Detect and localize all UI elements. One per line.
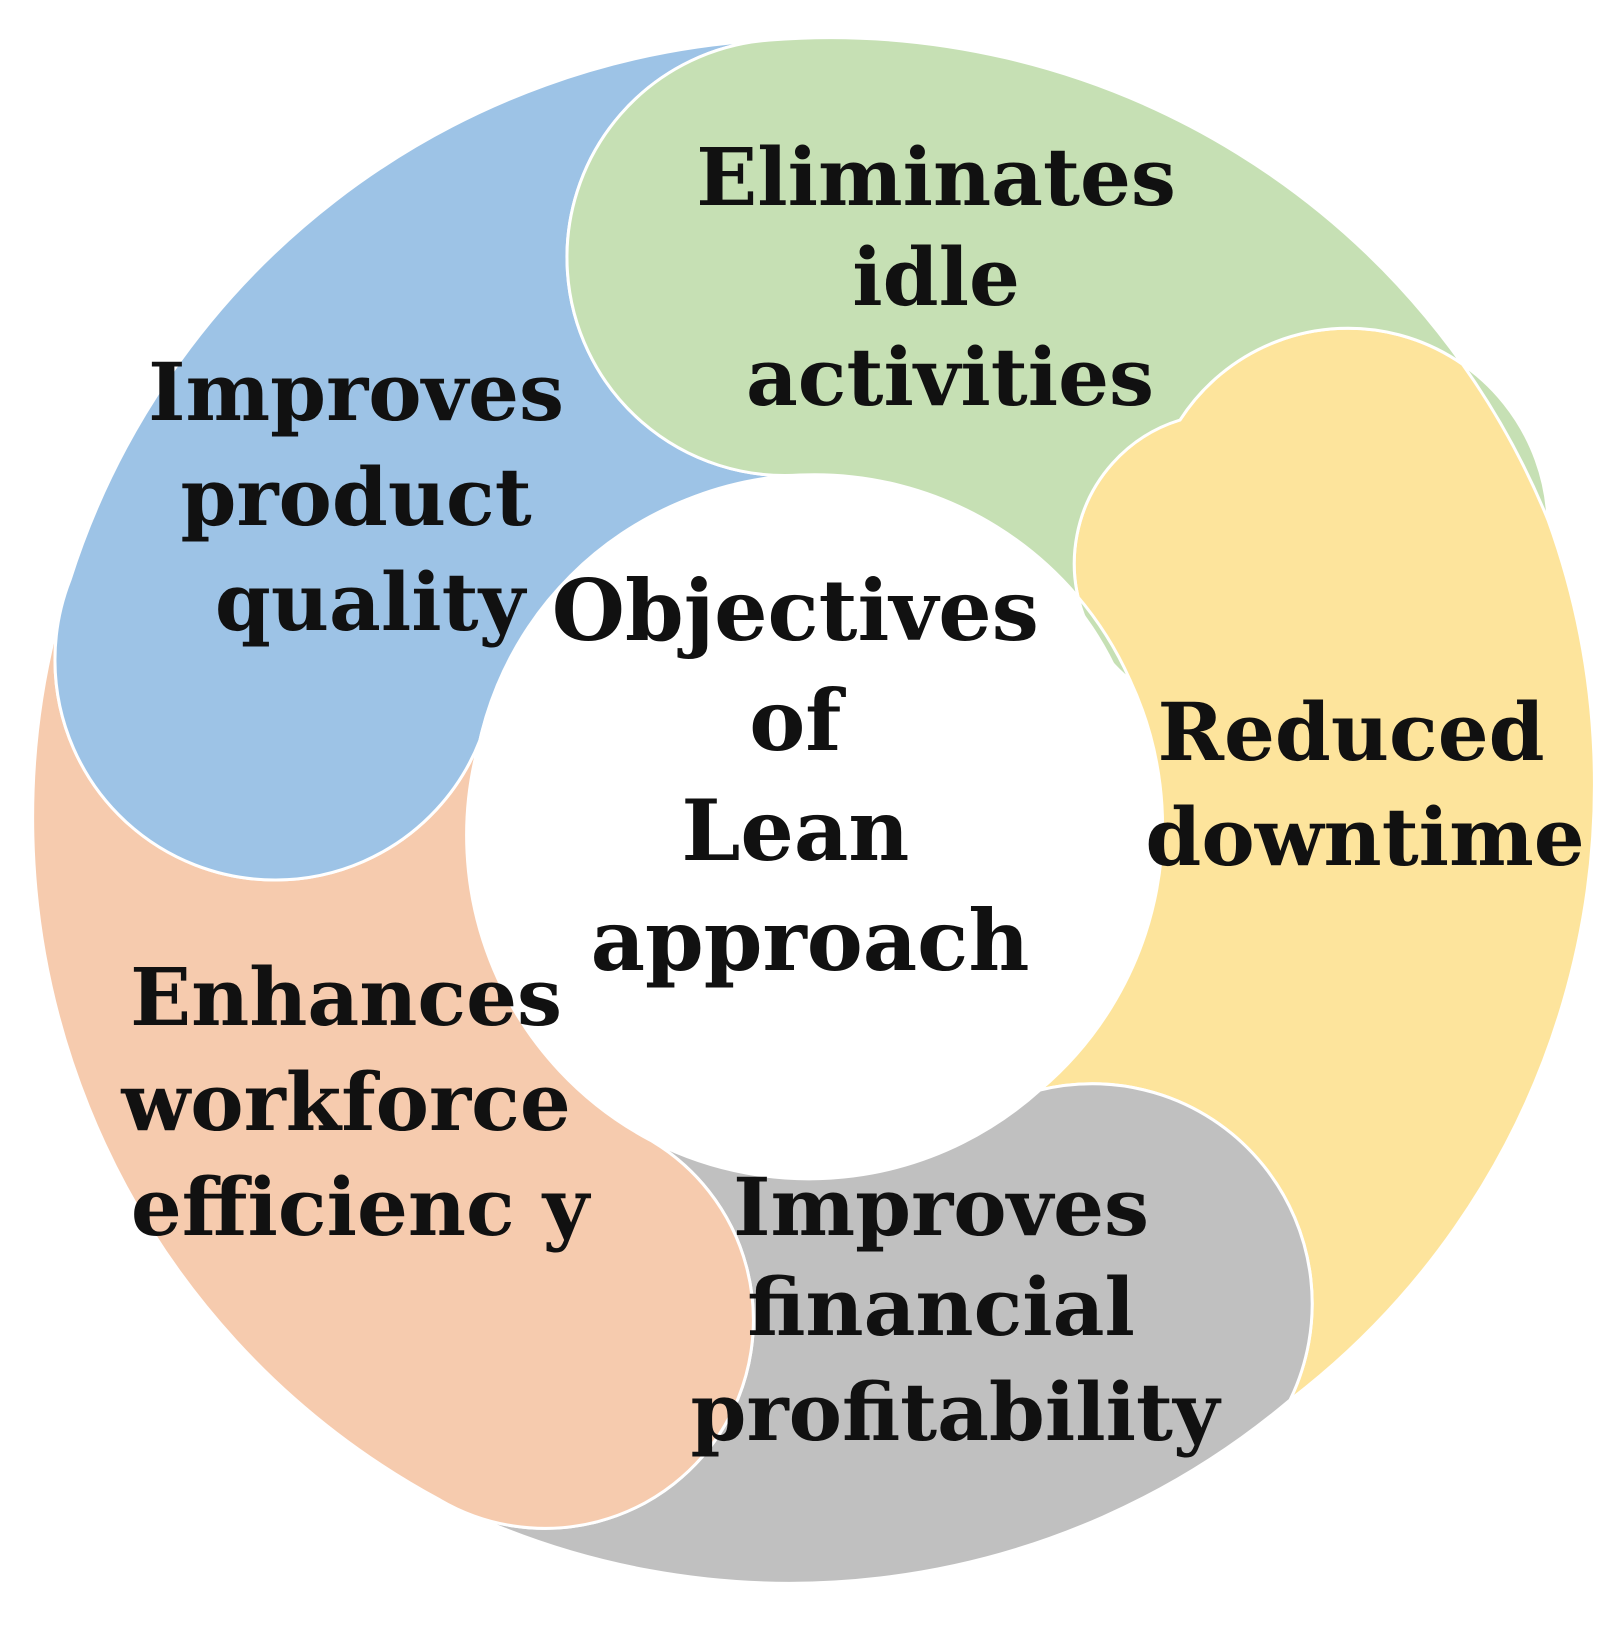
segment-eliminates-idle-activities <box>565 36 1550 682</box>
label-line: Improves <box>148 345 564 439</box>
label-line: product <box>180 450 531 544</box>
center-title: Objectives of Lean approach <box>552 561 1068 990</box>
label-line: Eliminates <box>696 130 1176 224</box>
label-improves-product-quality: Improves product quality <box>148 345 592 649</box>
label-eliminates-idle-activities: Eliminates idle activities <box>696 130 1204 424</box>
center-title-line: approach <box>591 891 1030 990</box>
label-enhances-workforce-efficiency: Enhances workforce efficienc y <box>120 950 598 1254</box>
label-line: idle <box>852 230 1020 324</box>
label-reduced-downtime: Reduced downtime <box>1145 685 1584 884</box>
label-improves-financial-profitability: Improves financial profitability <box>691 1160 1222 1459</box>
label-line: quality <box>215 555 528 649</box>
label-line: Enhances <box>130 950 562 1044</box>
center-title-line: of <box>749 671 846 770</box>
label-line: Improves <box>733 1160 1149 1254</box>
label-line: efficienc y <box>131 1160 592 1254</box>
center-title-line: Lean <box>681 781 909 880</box>
label-line: profitability <box>691 1365 1222 1459</box>
label-line: workforce <box>120 1055 570 1149</box>
center-circle <box>470 475 1150 1155</box>
label-line: activities <box>746 330 1154 424</box>
label-line: Reduced <box>1158 685 1545 779</box>
label-line: downtime <box>1145 790 1584 884</box>
label-line: financial <box>747 1260 1135 1354</box>
center-title-line: Objectives <box>552 561 1039 660</box>
